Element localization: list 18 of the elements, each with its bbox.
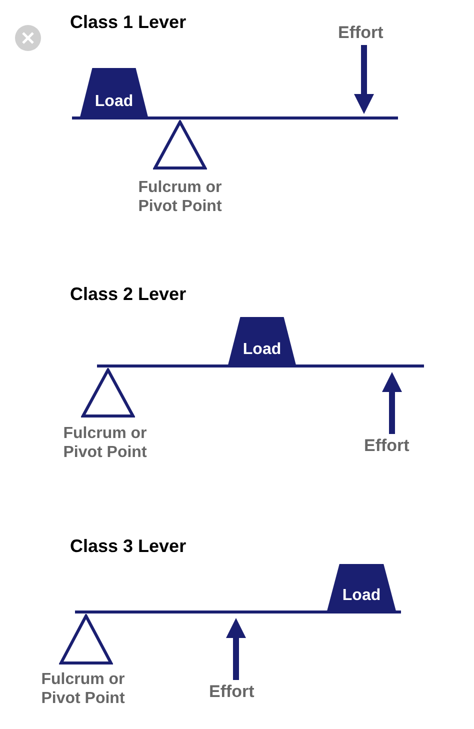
load-block xyxy=(228,317,296,365)
effort-label: Effort xyxy=(209,682,254,702)
fulcrum-triangle xyxy=(81,368,135,418)
lever-heading: Class 3 Lever xyxy=(70,536,186,557)
load-block xyxy=(80,68,148,117)
effort-label: Effort xyxy=(338,23,384,43)
lever-heading: Class 2 Lever xyxy=(70,284,186,305)
load-label: Load xyxy=(341,587,382,605)
fulcrum-caption: Fulcrum or Pivot Point xyxy=(40,670,126,708)
load-label: Load xyxy=(94,93,134,111)
fulcrum-caption: Fulcrum or Pivot Point xyxy=(137,178,223,216)
effort-label: Effort xyxy=(364,436,410,456)
fulcrum-caption: Fulcrum or Pivot Point xyxy=(62,424,148,462)
fulcrum-triangle xyxy=(153,120,207,170)
load-block xyxy=(327,564,396,611)
fulcrum-triangle xyxy=(59,614,113,665)
lever-heading: Class 1 Lever xyxy=(70,12,186,33)
load-label: Load xyxy=(242,341,282,359)
